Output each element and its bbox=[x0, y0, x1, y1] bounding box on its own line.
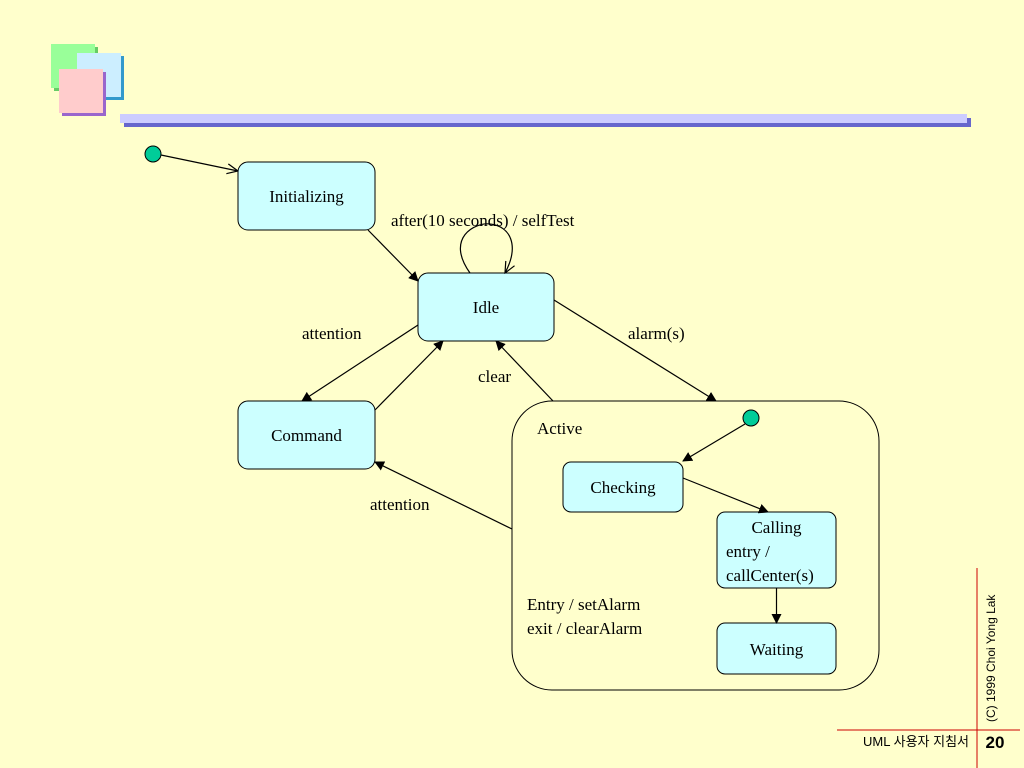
state-active-label: Active bbox=[537, 419, 582, 438]
transition-idle-to-command bbox=[301, 324, 419, 402]
decorative-squares-logo bbox=[51, 44, 124, 116]
initial-state-dot bbox=[144, 145, 162, 163]
transition-active-initial-to-checking bbox=[682, 423, 746, 462]
footer-copyright: (C) 1999 Choi Yong Lak bbox=[984, 594, 998, 722]
active-exit-action: exit / clearAlarm bbox=[527, 619, 642, 638]
transition-initial-to-initializing bbox=[160, 154, 238, 171]
label-alarm: alarm(s) bbox=[628, 324, 685, 343]
transition-idle-self-loop bbox=[459, 223, 512, 273]
state-command-label: Command bbox=[271, 426, 342, 445]
state-checking: Checking bbox=[562, 461, 684, 513]
footer-title: UML 사용자 지침서 bbox=[863, 734, 969, 749]
transition-active-to-idle bbox=[495, 340, 554, 402]
state-checking-label: Checking bbox=[590, 478, 656, 497]
state-idle: Idle bbox=[417, 272, 555, 342]
page-number: 20 bbox=[986, 733, 1005, 752]
state-initializing-label: Initializing bbox=[269, 187, 344, 206]
transition-checking-to-calling bbox=[682, 477, 769, 514]
state-calling-action: callCenter(s) bbox=[726, 566, 814, 585]
state-waiting: Waiting bbox=[716, 622, 837, 675]
state-command: Command bbox=[237, 400, 376, 470]
active-initial-state-dot bbox=[742, 409, 760, 427]
label-attention-active: attention bbox=[370, 495, 430, 514]
state-calling-entry: entry / bbox=[726, 542, 770, 561]
active-entry-action: Entry / setAlarm bbox=[527, 595, 640, 614]
label-clear: clear bbox=[478, 367, 511, 386]
label-self-test: after(10 seconds) / selfTest bbox=[391, 211, 575, 230]
state-calling-label: Calling bbox=[751, 518, 802, 537]
header-bar bbox=[120, 114, 971, 127]
transition-initializing-to-idle bbox=[367, 229, 419, 282]
state-waiting-label: Waiting bbox=[750, 640, 804, 659]
state-initializing: Initializing bbox=[237, 161, 376, 231]
label-attention-idle: attention bbox=[302, 324, 362, 343]
footer: (C) 1999 Choi Yong Lak UML 사용자 지침서 20 bbox=[837, 568, 1020, 768]
state-calling: Calling entry / callCenter(s) bbox=[716, 511, 837, 589]
transition-idle-to-active bbox=[553, 299, 717, 402]
transition-active-to-command bbox=[374, 461, 513, 530]
state-idle-label: Idle bbox=[473, 298, 499, 317]
transition-command-to-idle bbox=[374, 340, 444, 411]
